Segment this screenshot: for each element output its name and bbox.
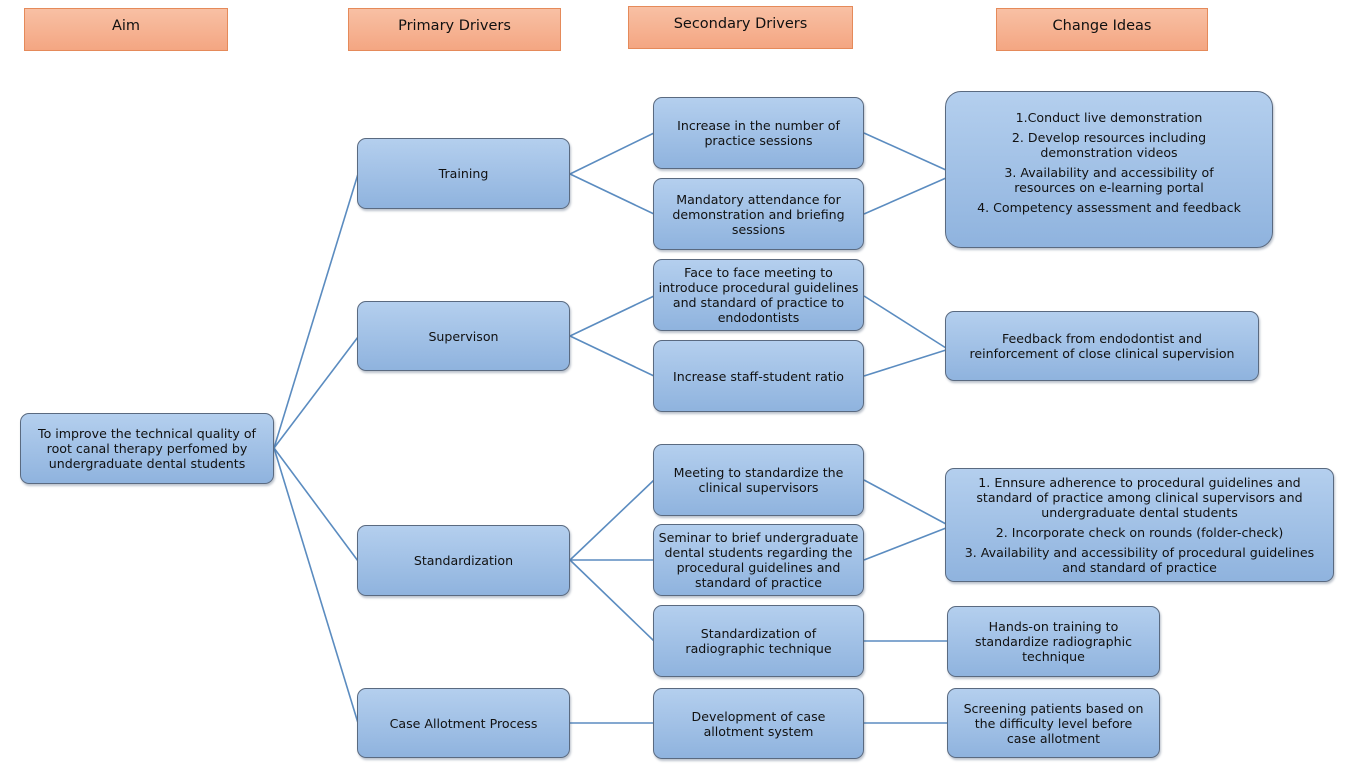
secondary-driver-label: Standardization of radiographic techniqu… [685,626,832,656]
secondary-driver-label: Face to face meeting to introduce proced… [658,265,859,325]
aim-box: To improve the technical quality of root… [20,413,274,484]
change-idea-item: Feedback from endodontist and reinforcem… [969,331,1235,361]
link-aim-training [273,173,359,449]
primary-driver-standardization: Standardization [357,525,570,596]
link-supervision-sd3 [569,295,655,337]
primary-driver-label: Training [438,166,489,181]
link-standardization-sd5 [569,479,655,561]
link-sd4-ci2 [863,349,947,377]
link-sd1-ci1 [863,132,947,171]
change-idea-case-allotment: Screening patients based on the difficul… [947,688,1160,758]
secondary-driver-face-to-face: Face to face meeting to introduce proced… [653,259,864,331]
link-aim-standardization [273,447,359,562]
change-idea-item: Screening patients based on the difficul… [963,700,1144,746]
change-idea-item: 2. Develop resources including demonstra… [1011,130,1207,160]
header-aim: Aim [24,8,228,51]
header-change-ideas: Change Ideas [996,8,1208,51]
change-idea-item: 2. Incorporate check on rounds (folder-c… [995,525,1284,540]
link-supervision-sd4 [569,335,655,377]
change-ideas-training: 1.Conduct live demonstration 2. Develop … [945,91,1273,248]
secondary-driver-mandatory-attendance: Mandatory attendance for demonstration a… [653,178,864,250]
primary-driver-label: Standardization [413,553,514,568]
secondary-driver-case-allotment-system: Development of case allotment system [653,688,864,759]
link-aim-case-allotment [273,447,359,724]
primary-driver-label: Case Allotment Process [389,715,538,731]
change-ideas-standardization: 1. Ennsure adherence to procedural guide… [945,468,1334,582]
primary-driver-training: Training [357,138,570,209]
primary-driver-label: Supervison [428,328,499,344]
primary-driver-case-allotment: Case Allotment Process [357,688,570,758]
primary-driver-supervision: Supervison [357,301,570,371]
link-sd5-ci3 [863,479,947,525]
change-idea-item: Hands-on training to standardize radiogr… [974,619,1133,664]
change-idea-item: 3. Availability and accessibility of pro… [964,545,1315,575]
header-secondary-drivers: Secondary Drivers [628,6,853,49]
change-idea-item: 4. Competency assessment and feedback [977,200,1241,215]
link-sd3-ci2 [863,295,947,349]
secondary-driver-practice-sessions: Increase in the number of practice sessi… [653,97,864,169]
secondary-driver-radiographic: Standardization of radiographic techniqu… [653,605,864,677]
header-primary-drivers: Primary Drivers [348,8,561,51]
link-training-sd1 [569,132,655,175]
link-sd6-ci3 [863,527,947,561]
link-standardization-sd7 [569,559,655,642]
secondary-driver-label: Mandatory attendance for demonstration a… [672,191,845,237]
aim-text: To improve the technical quality of root… [38,426,256,471]
change-idea-item: 1.Conduct live demonstration [1015,110,1203,125]
secondary-driver-staff-ratio: Increase staff-student ratio [653,340,864,412]
change-idea-item: 1. Ennsure adherence to procedural guide… [976,475,1303,520]
link-sd2-ci1 [863,177,947,215]
change-idea-radiographic: Hands-on training to standardize radiogr… [947,606,1160,677]
secondary-driver-label: Increase in the number of practice sessi… [677,118,840,148]
secondary-driver-label: Development of case allotment system [691,708,826,739]
secondary-driver-label: Increase staff-student ratio [673,368,844,384]
change-idea-item: 3. Availability and accessibility of res… [1004,165,1214,195]
change-idea-supervision: Feedback from endodontist and reinforcem… [945,311,1259,381]
secondary-driver-label: Meeting to standardize the clinical supe… [673,465,844,495]
link-aim-supervision [273,336,359,449]
secondary-driver-seminar: Seminar to brief undergraduate dental st… [653,524,864,596]
secondary-driver-meeting-supervisors: Meeting to standardize the clinical supe… [653,444,864,516]
link-training-sd2 [569,173,655,215]
secondary-driver-label: Seminar to brief undergraduate dental st… [658,530,859,590]
